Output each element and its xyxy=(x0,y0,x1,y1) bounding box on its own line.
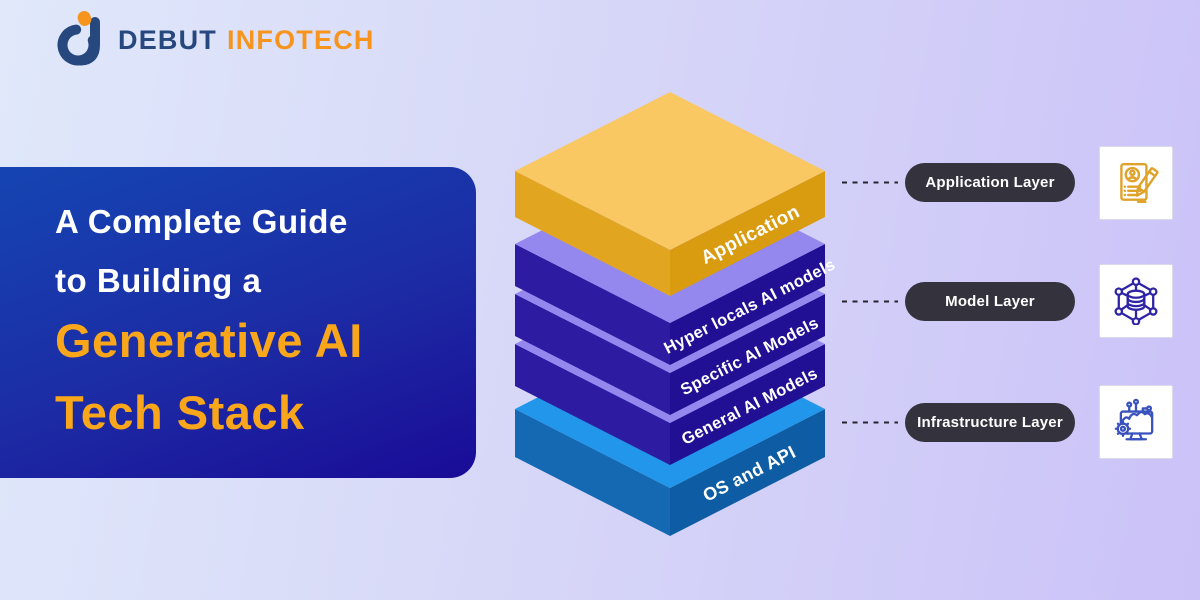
brand-name-secondary: INFOTECH xyxy=(227,24,375,55)
monitor-gear-circuit-icon xyxy=(1114,398,1154,441)
document-avatar-pencil-icon xyxy=(1120,163,1159,203)
brand-name-primary: DEBUT xyxy=(118,24,217,55)
network-database-icon xyxy=(1114,277,1158,325)
model-layer-icon-card xyxy=(1099,264,1173,338)
callout-pill-application-layer: Application Layer xyxy=(905,163,1075,202)
hero-highlight-line-2: Tech Stack xyxy=(55,386,305,439)
callout-pill-model-layer: Model Layer xyxy=(905,282,1075,321)
hero-highlight-line-1: Generative AI xyxy=(55,314,363,367)
hero-title-line-1: A Complete Guide xyxy=(55,203,348,240)
stack-layer-application xyxy=(515,92,825,296)
hero-title-line-2: to Building a xyxy=(55,262,262,299)
infrastructure-layer-icon-card xyxy=(1099,385,1173,459)
callout-pill-infrastructure-layer: Infrastructure Layer xyxy=(905,403,1075,442)
brand-logo: DEBUT INFOTECH xyxy=(52,8,375,66)
brand-logo-icon xyxy=(57,11,100,66)
hero-panel: A Complete Guide to Building a Generativ… xyxy=(0,167,476,478)
application-layer-icon-card xyxy=(1099,146,1173,220)
brand-logo-text: DEBUT INFOTECH xyxy=(118,25,375,56)
